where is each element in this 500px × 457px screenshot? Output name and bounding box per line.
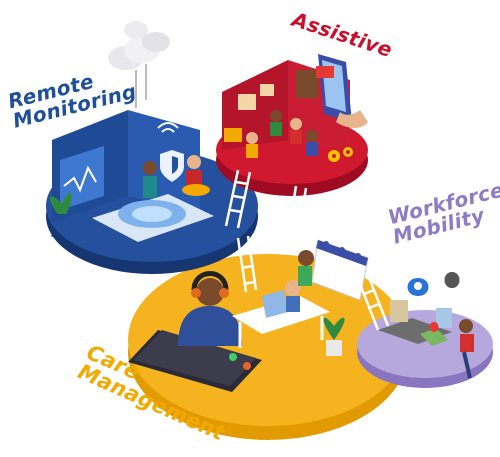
calendar-icon bbox=[311, 239, 369, 301]
gear-icon bbox=[328, 147, 353, 162]
care-management-platform bbox=[128, 239, 408, 440]
remote-monitoring-platform bbox=[46, 21, 258, 274]
tablet-icon bbox=[128, 330, 262, 392]
map-pin-icon bbox=[407, 272, 460, 338]
shield-icon bbox=[160, 150, 184, 182]
assistive-platform bbox=[216, 54, 368, 196]
laptop-icon bbox=[232, 290, 330, 348]
ladder-icon bbox=[224, 169, 390, 331]
headset-icon bbox=[178, 271, 242, 346]
cloud-icon bbox=[108, 21, 170, 70]
workforce-mobility-platform bbox=[357, 272, 493, 388]
plant-icon bbox=[323, 317, 345, 356]
wifi-icon bbox=[157, 122, 179, 133]
